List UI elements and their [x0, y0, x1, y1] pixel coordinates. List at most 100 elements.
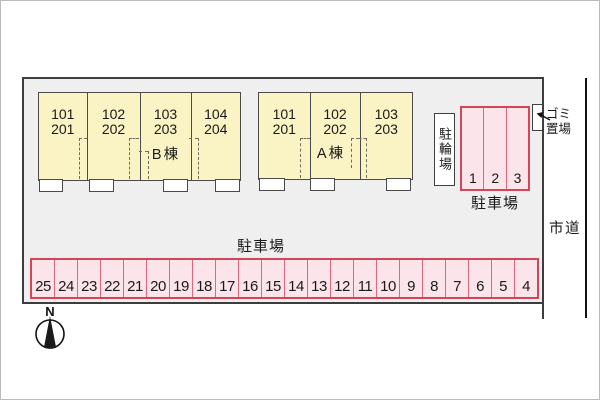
compass-north-label: N [45, 304, 54, 319]
garbage-label-line2: 置場 [546, 121, 572, 136]
unit-number-upper: 103 [153, 106, 178, 122]
parking-label-bottom: 駐車場 [236, 238, 285, 255]
parking-spot-3: 3 [505, 108, 528, 189]
spot-number: 15 [265, 278, 281, 295]
entrance-porch [163, 179, 188, 192]
parking-spot-21: 21 [123, 260, 146, 297]
spot-number: 5 [499, 278, 507, 295]
spot-number: 21 [127, 278, 143, 295]
spot-number: 3 [513, 170, 522, 186]
unit-number-upper: 101 [51, 106, 75, 122]
balcony-divider-dashed [300, 138, 301, 178]
spot-number: 13 [311, 278, 327, 295]
parking-spot-25: 25 [32, 260, 54, 297]
unit-number-upper: 101 [272, 106, 296, 122]
spot-number: 14 [288, 278, 304, 295]
road-label: 市道 [549, 221, 581, 237]
balcony-divider-dashed [300, 138, 310, 139]
building-b: 101 201 102 202 103 203 104 204 B棟 [38, 92, 241, 181]
parking-label-right: 駐車場 [470, 195, 519, 212]
spot-number: 17 [219, 278, 235, 295]
parking-spot-15: 15 [261, 260, 284, 297]
boundary-extension-line [541, 302, 544, 319]
unit-b-102: 102 202 [86, 93, 140, 180]
garbage-box [532, 104, 543, 131]
parking-spot-8: 8 [422, 260, 445, 297]
spot-number: 16 [242, 278, 258, 295]
unit-b-101: 101 201 [39, 93, 87, 180]
balcony-divider-dashed [359, 138, 366, 139]
parking-spot-13: 13 [307, 260, 330, 297]
bicycle-parking-label: 駐輪場 [437, 127, 452, 172]
entrance-porch [259, 178, 285, 191]
spot-number: 11 [357, 278, 373, 295]
parking-spot-5: 5 [491, 260, 514, 297]
garbage-arrow-icon [536, 112, 551, 121]
building-b-label: B棟 [151, 147, 181, 163]
parking-spot-6: 6 [468, 260, 491, 297]
spot-number: 24 [58, 278, 74, 295]
unit-b-104: 104 204 [190, 93, 241, 180]
building-a-label: A棟 [316, 146, 346, 162]
spot-number: 23 [81, 278, 97, 295]
spot-number: 12 [334, 278, 350, 295]
balcony-divider-dashed [139, 151, 148, 152]
unit-a-101: 101 201 [259, 93, 310, 179]
parking-spot-24: 24 [54, 260, 77, 297]
north-compass-icon: N [35, 304, 65, 349]
unit-number-lower: 201 [272, 121, 296, 137]
spot-number: 10 [380, 278, 396, 295]
spot-number: 20 [150, 278, 166, 295]
unit-number-lower: 203 [374, 121, 398, 137]
unit-number-lower: 201 [51, 121, 75, 137]
balcony-divider-dashed [79, 138, 80, 179]
unit-a-102: 102 202 [309, 93, 360, 179]
balcony-divider-dashed [351, 138, 352, 168]
unit-number-upper: 104 [204, 106, 228, 122]
parking-spot-7: 7 [445, 260, 468, 297]
parking-spot-14: 14 [284, 260, 307, 297]
unit-number-upper: 103 [374, 106, 398, 122]
parking-lot-bottom: 25 24 23 22 21 20 19 18 17 16 15 14 13 1… [30, 258, 539, 299]
entrance-porch [39, 179, 63, 192]
unit-number-lower: 204 [204, 121, 228, 137]
parking-spot-16: 16 [238, 260, 261, 297]
unit-a-103: 103 203 [359, 93, 413, 179]
spot-number: 8 [430, 278, 438, 295]
entrance-porch [215, 179, 240, 192]
spot-number: 25 [35, 278, 51, 295]
balcony-divider-dashed [351, 138, 359, 139]
parking-spot-17: 17 [215, 260, 238, 297]
road-edge-line [585, 78, 587, 318]
entrance-porch [310, 178, 335, 191]
balcony-divider-dashed [79, 138, 87, 139]
balcony-divider-dashed [189, 138, 198, 139]
spot-number: 6 [476, 278, 484, 295]
parking-spot-12: 12 [330, 260, 353, 297]
parking-spot-23: 23 [77, 260, 100, 297]
garbage-label: ゴミ 置場 [546, 107, 571, 136]
unit-number-upper: 102 [101, 106, 126, 122]
parking-spot-20: 20 [146, 260, 169, 297]
spot-number: 19 [173, 278, 189, 295]
parking-spot-22: 22 [100, 260, 123, 297]
balcony-divider-dashed [366, 138, 367, 178]
balcony-divider-dashed [129, 138, 139, 139]
bicycle-parking-box: 駐輪場 [434, 113, 455, 186]
garbage-label-line1: ゴミ [546, 107, 572, 121]
building-a: 101 201 102 202 103 203 A棟 [258, 92, 413, 180]
spot-number: 4 [522, 278, 530, 295]
unit-number-lower: 202 [323, 121, 347, 137]
entrance-porch [89, 179, 114, 192]
balcony-divider-dashed [198, 138, 199, 179]
unit-b-103: 103 203 [139, 93, 191, 180]
entrance-porch [386, 178, 411, 191]
parking-lot-right: 1 2 3 [460, 106, 530, 191]
parking-spot-2: 2 [483, 108, 505, 189]
balcony-divider-dashed [148, 151, 149, 179]
spot-number: 9 [407, 278, 415, 295]
parking-spot-9: 9 [399, 260, 422, 297]
parking-spot-4: 4 [514, 260, 537, 297]
spot-number: 18 [196, 278, 212, 295]
